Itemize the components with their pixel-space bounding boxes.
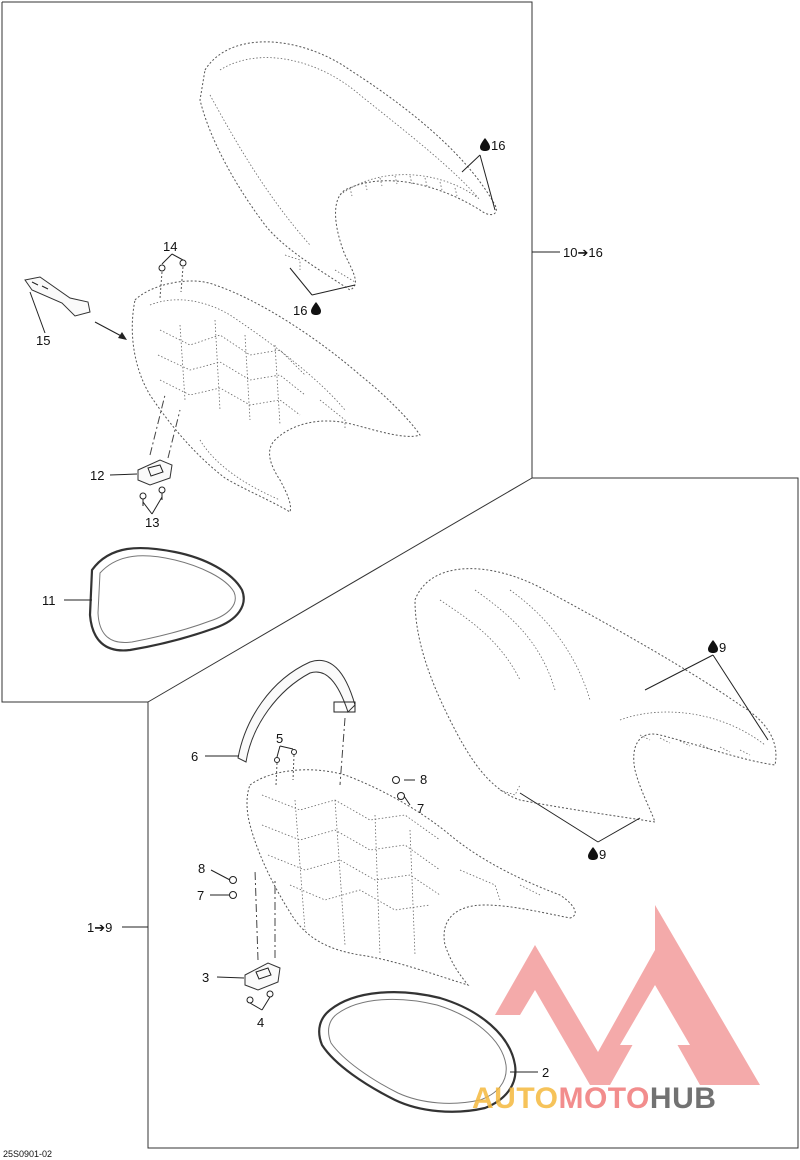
part-7-8-right — [392, 776, 405, 800]
drop-icon — [588, 847, 598, 860]
centerline-6 — [339, 717, 346, 786]
callout-11: 11 — [42, 593, 56, 608]
part-2-gasket — [318, 991, 517, 1113]
part-15-strap — [24, 276, 91, 317]
part-5-fasteners — [274, 749, 297, 786]
callout-12: 12 — [90, 468, 104, 483]
part-11-gasket — [88, 546, 245, 652]
part-7-8-left — [229, 876, 237, 899]
callout-2: 2 — [542, 1065, 549, 1080]
callout-9-top: 9 — [708, 640, 726, 655]
svg-text:9: 9 — [719, 640, 726, 655]
lower-seat-cover — [414, 568, 777, 823]
callout-4: 4 — [257, 1015, 264, 1030]
callout-labels: 2 3 4 5 6 7 7 8 8 9 9 11 12 13 14 15 16 … — [3, 138, 726, 1159]
svg-text:9: 9 — [599, 847, 606, 862]
arrow-15-head — [118, 332, 127, 340]
callout-5: 5 — [276, 731, 283, 746]
centerline-3a — [254, 869, 259, 961]
svg-text:16: 16 — [293, 303, 307, 318]
callout-9-bottom: 9 — [588, 847, 606, 862]
lower-seat-base — [246, 769, 576, 986]
upper-seat-base — [131, 280, 421, 513]
callout-8-left: 8 — [198, 861, 205, 876]
callout-15: 15 — [36, 333, 50, 348]
watermark-text: AUTOMOTOHUB — [472, 1082, 716, 1115]
part-3-latch — [244, 962, 281, 1004]
part-6-strap — [237, 659, 356, 763]
part-12-latch — [137, 459, 173, 506]
callout-3: 3 — [202, 970, 209, 985]
callout-16-bottom: 16 — [293, 302, 321, 318]
group-ref-1-9: 1➔9 — [87, 920, 112, 935]
callout-7-left: 7 — [197, 888, 204, 903]
callout-6: 6 — [191, 749, 198, 764]
callout-8-right: 8 — [420, 772, 427, 787]
centerline-12b — [167, 409, 181, 459]
watermark: AUTOMOTOHUB — [472, 905, 760, 1115]
callout-16-top: 16 — [480, 138, 505, 153]
centerline-12a — [149, 394, 166, 456]
drop-icon — [480, 138, 490, 151]
watermark-logo-icon — [495, 905, 760, 1085]
group-ref-10-16: 10➔16 — [563, 245, 603, 260]
part-14-fasteners — [158, 259, 187, 299]
svg-text:16: 16 — [491, 138, 505, 153]
doc-code: 25S0901-02 — [3, 1149, 52, 1159]
callout-7-right: 7 — [417, 801, 424, 816]
callout-13: 13 — [145, 515, 159, 530]
leader-lines — [29, 154, 769, 1073]
upper-seat-cover — [199, 41, 497, 291]
drop-icon — [311, 302, 321, 315]
callout-14: 14 — [163, 239, 177, 254]
drop-icon — [708, 640, 718, 653]
